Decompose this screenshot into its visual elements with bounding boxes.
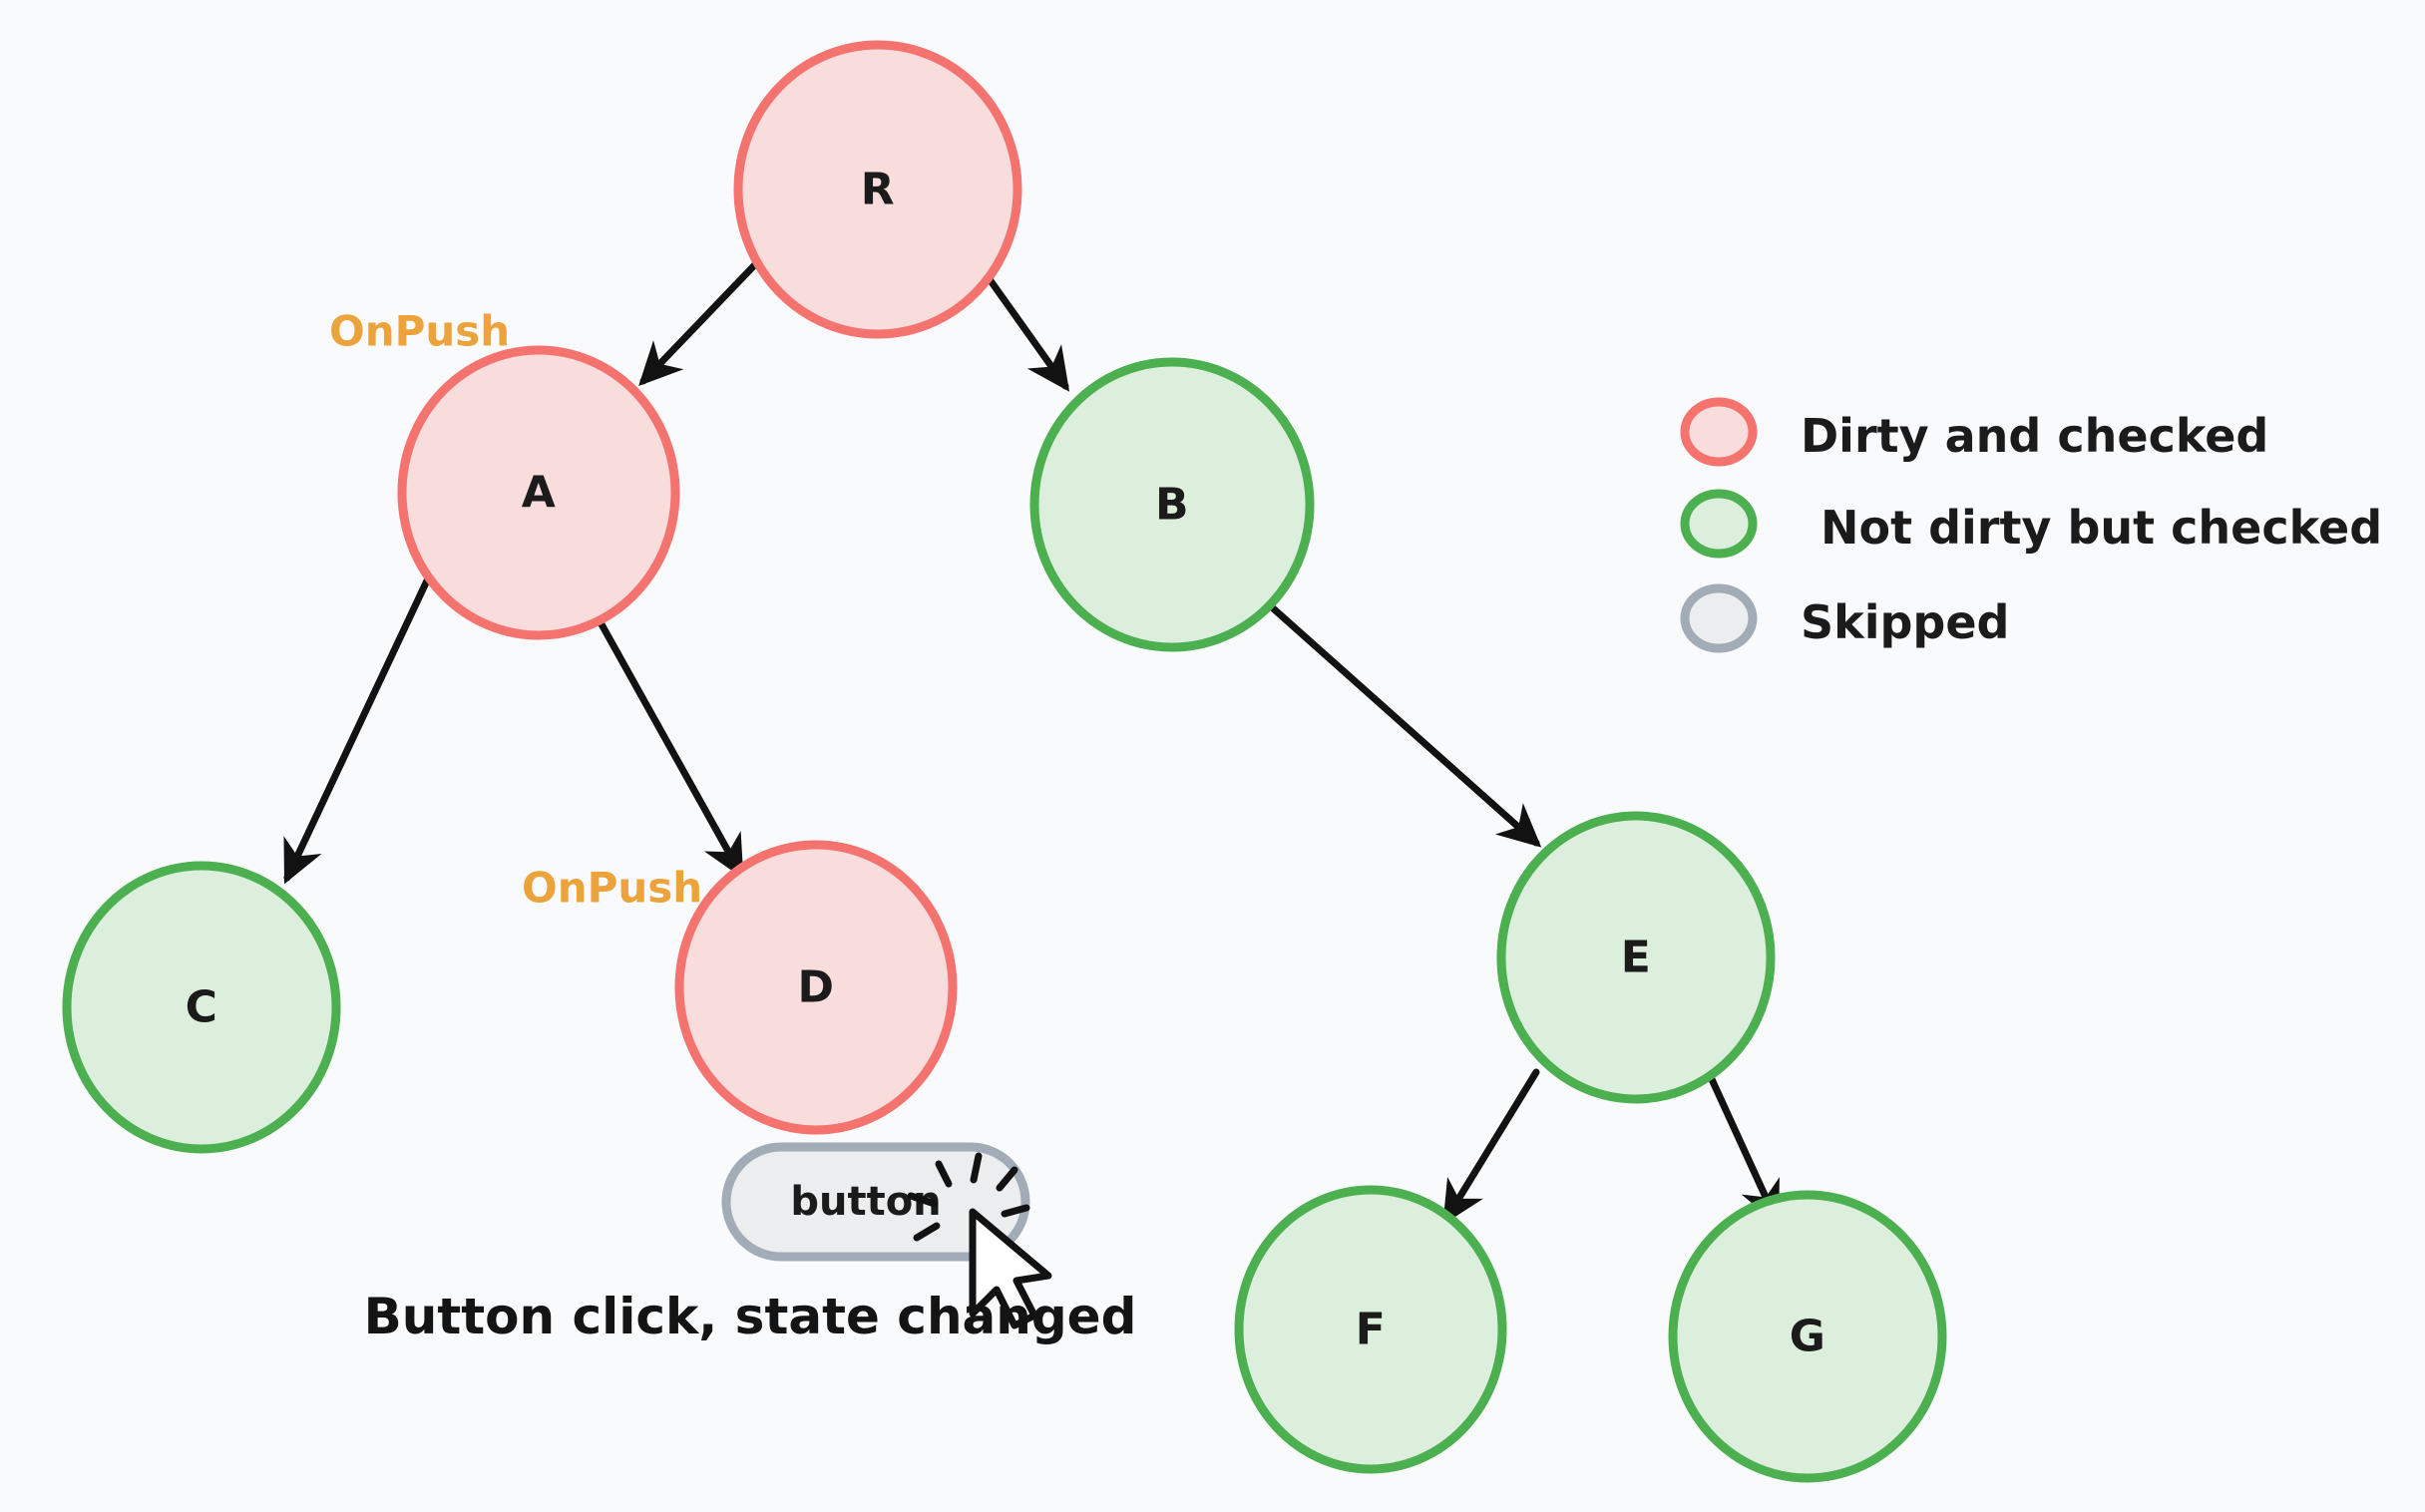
node-f[interactable]: F: [1234, 1185, 1507, 1474]
node-b[interactable]: B: [1029, 357, 1315, 652]
legend-label-dirty: Dirty and checked: [1801, 409, 2268, 463]
node-e[interactable]: E: [1496, 811, 1776, 1104]
node-circle-r[interactable]: [733, 40, 1022, 339]
onpush-d-label: OnPush: [522, 864, 702, 913]
node-label-r: R: [861, 165, 895, 215]
edge-r-to-a: [638, 255, 764, 387]
node-circle-b[interactable]: [1029, 357, 1315, 652]
arrow-pointer-icon: [969, 1208, 1052, 1329]
node-circle-e[interactable]: [1496, 811, 1776, 1104]
legend-item-skipped: Skipped: [1680, 583, 2009, 653]
node-d[interactable]: D: [674, 840, 958, 1135]
legend-label-clean: Not dirty but checked: [1820, 501, 2382, 555]
node-label-a: A: [522, 468, 557, 519]
node-label-c: C: [186, 982, 218, 1033]
edge-e-to-f: [1442, 1068, 1540, 1225]
click-sparkle-icon: [907, 1152, 1030, 1242]
legend-item-dirty: Dirty and checked: [1680, 397, 2268, 467]
edge-r-to-b: [976, 261, 1070, 392]
node-r[interactable]: R: [733, 40, 1022, 339]
nodes-layer: R A B C D E F G: [62, 40, 1947, 1483]
mouse-pointer-click-icon: [907, 1152, 1052, 1329]
node-g[interactable]: G: [1668, 1190, 1947, 1483]
edge-e-to-g: [1707, 1073, 1780, 1226]
node-a[interactable]: A: [397, 345, 680, 640]
legend-swatch-skipped: [1680, 583, 1758, 653]
button-rect[interactable]: [721, 1142, 1030, 1262]
legend-swatch-clean: [1680, 489, 1758, 559]
edge-a-to-d: [593, 611, 744, 880]
caption-label: Button click, state changed: [364, 1288, 1137, 1345]
node-circle-c[interactable]: [62, 861, 341, 1154]
node-circle-f[interactable]: [1234, 1185, 1507, 1474]
node-circle-a[interactable]: [397, 345, 680, 640]
onpush-a-label: OnPush: [329, 307, 510, 356]
node-label-g: G: [1790, 1312, 1826, 1362]
edge-b-to-e: [1267, 602, 1542, 848]
button-widget[interactable]: button: [721, 1142, 1030, 1262]
node-label-f: F: [1356, 1305, 1387, 1355]
node-circle-d[interactable]: [674, 840, 958, 1135]
node-circle-g[interactable]: [1668, 1190, 1947, 1483]
node-label-e: E: [1621, 933, 1652, 983]
edges-layer: [283, 255, 1780, 1226]
edge-a-to-c: [283, 572, 433, 885]
legend-item-clean: Not dirty but checked: [1680, 489, 2382, 559]
node-label-d: D: [797, 962, 834, 1013]
legend-label-skipped: Skipped: [1801, 595, 2009, 649]
button-label: button: [790, 1179, 941, 1225]
node-label-b: B: [1155, 480, 1189, 531]
legend-swatch-dirty: [1680, 397, 1758, 467]
node-c[interactable]: C: [62, 861, 341, 1154]
